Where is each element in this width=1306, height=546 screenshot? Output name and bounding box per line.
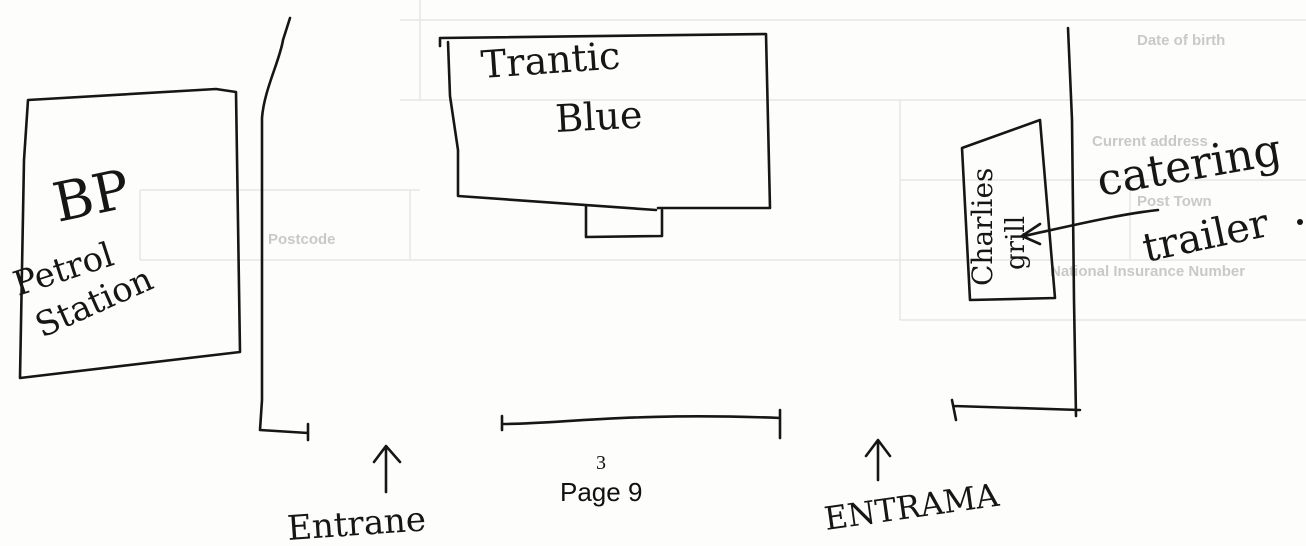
trailer-pointer-arrow: [1020, 208, 1160, 246]
svg-text:BP: BP: [48, 157, 135, 234]
entrance-left-arrow: [372, 444, 402, 494]
svg-text:Charlies: Charlies: [966, 168, 999, 286]
form-postcode: Postcode: [268, 231, 336, 248]
shop-box: [438, 32, 772, 212]
shop-annex: [584, 204, 664, 239]
form-post-town: Post Town: [1137, 193, 1212, 210]
entrance-left-label: Entrane: [286, 499, 427, 546]
road-edge-right: [950, 26, 1082, 422]
svg-text:grill: grill: [1001, 216, 1031, 270]
road-marker-center: [500, 408, 782, 440]
road-edge-left: [258, 16, 310, 442]
form-date-of-birth: Date of birth: [1137, 32, 1225, 49]
page-label: Page 9: [560, 477, 643, 507]
svg-text:Blue: Blue: [554, 92, 643, 140]
show-through-form: Date of birth Current address Post Town …: [139, 0, 1306, 321]
shop-label: Trantic Blue: [480, 33, 644, 141]
form-national-insurance: National Insurance Number: [1050, 263, 1245, 280]
svg-text:Trantic: Trantic: [480, 33, 622, 87]
entrance-right-label: ENTRAMA: [822, 476, 1002, 538]
trailer-box-label: Charlies grill: [966, 168, 1031, 286]
petrol-station-label: BP Petrol Station: [8, 157, 159, 346]
petrol-station-box: [18, 87, 242, 380]
trailer-box: [960, 118, 1057, 302]
stray-ink-dot: [1297, 219, 1303, 225]
page-number: 3: [596, 452, 606, 474]
form-current-address: Current address: [1092, 133, 1208, 150]
entrance-right-arrow: [864, 438, 892, 482]
